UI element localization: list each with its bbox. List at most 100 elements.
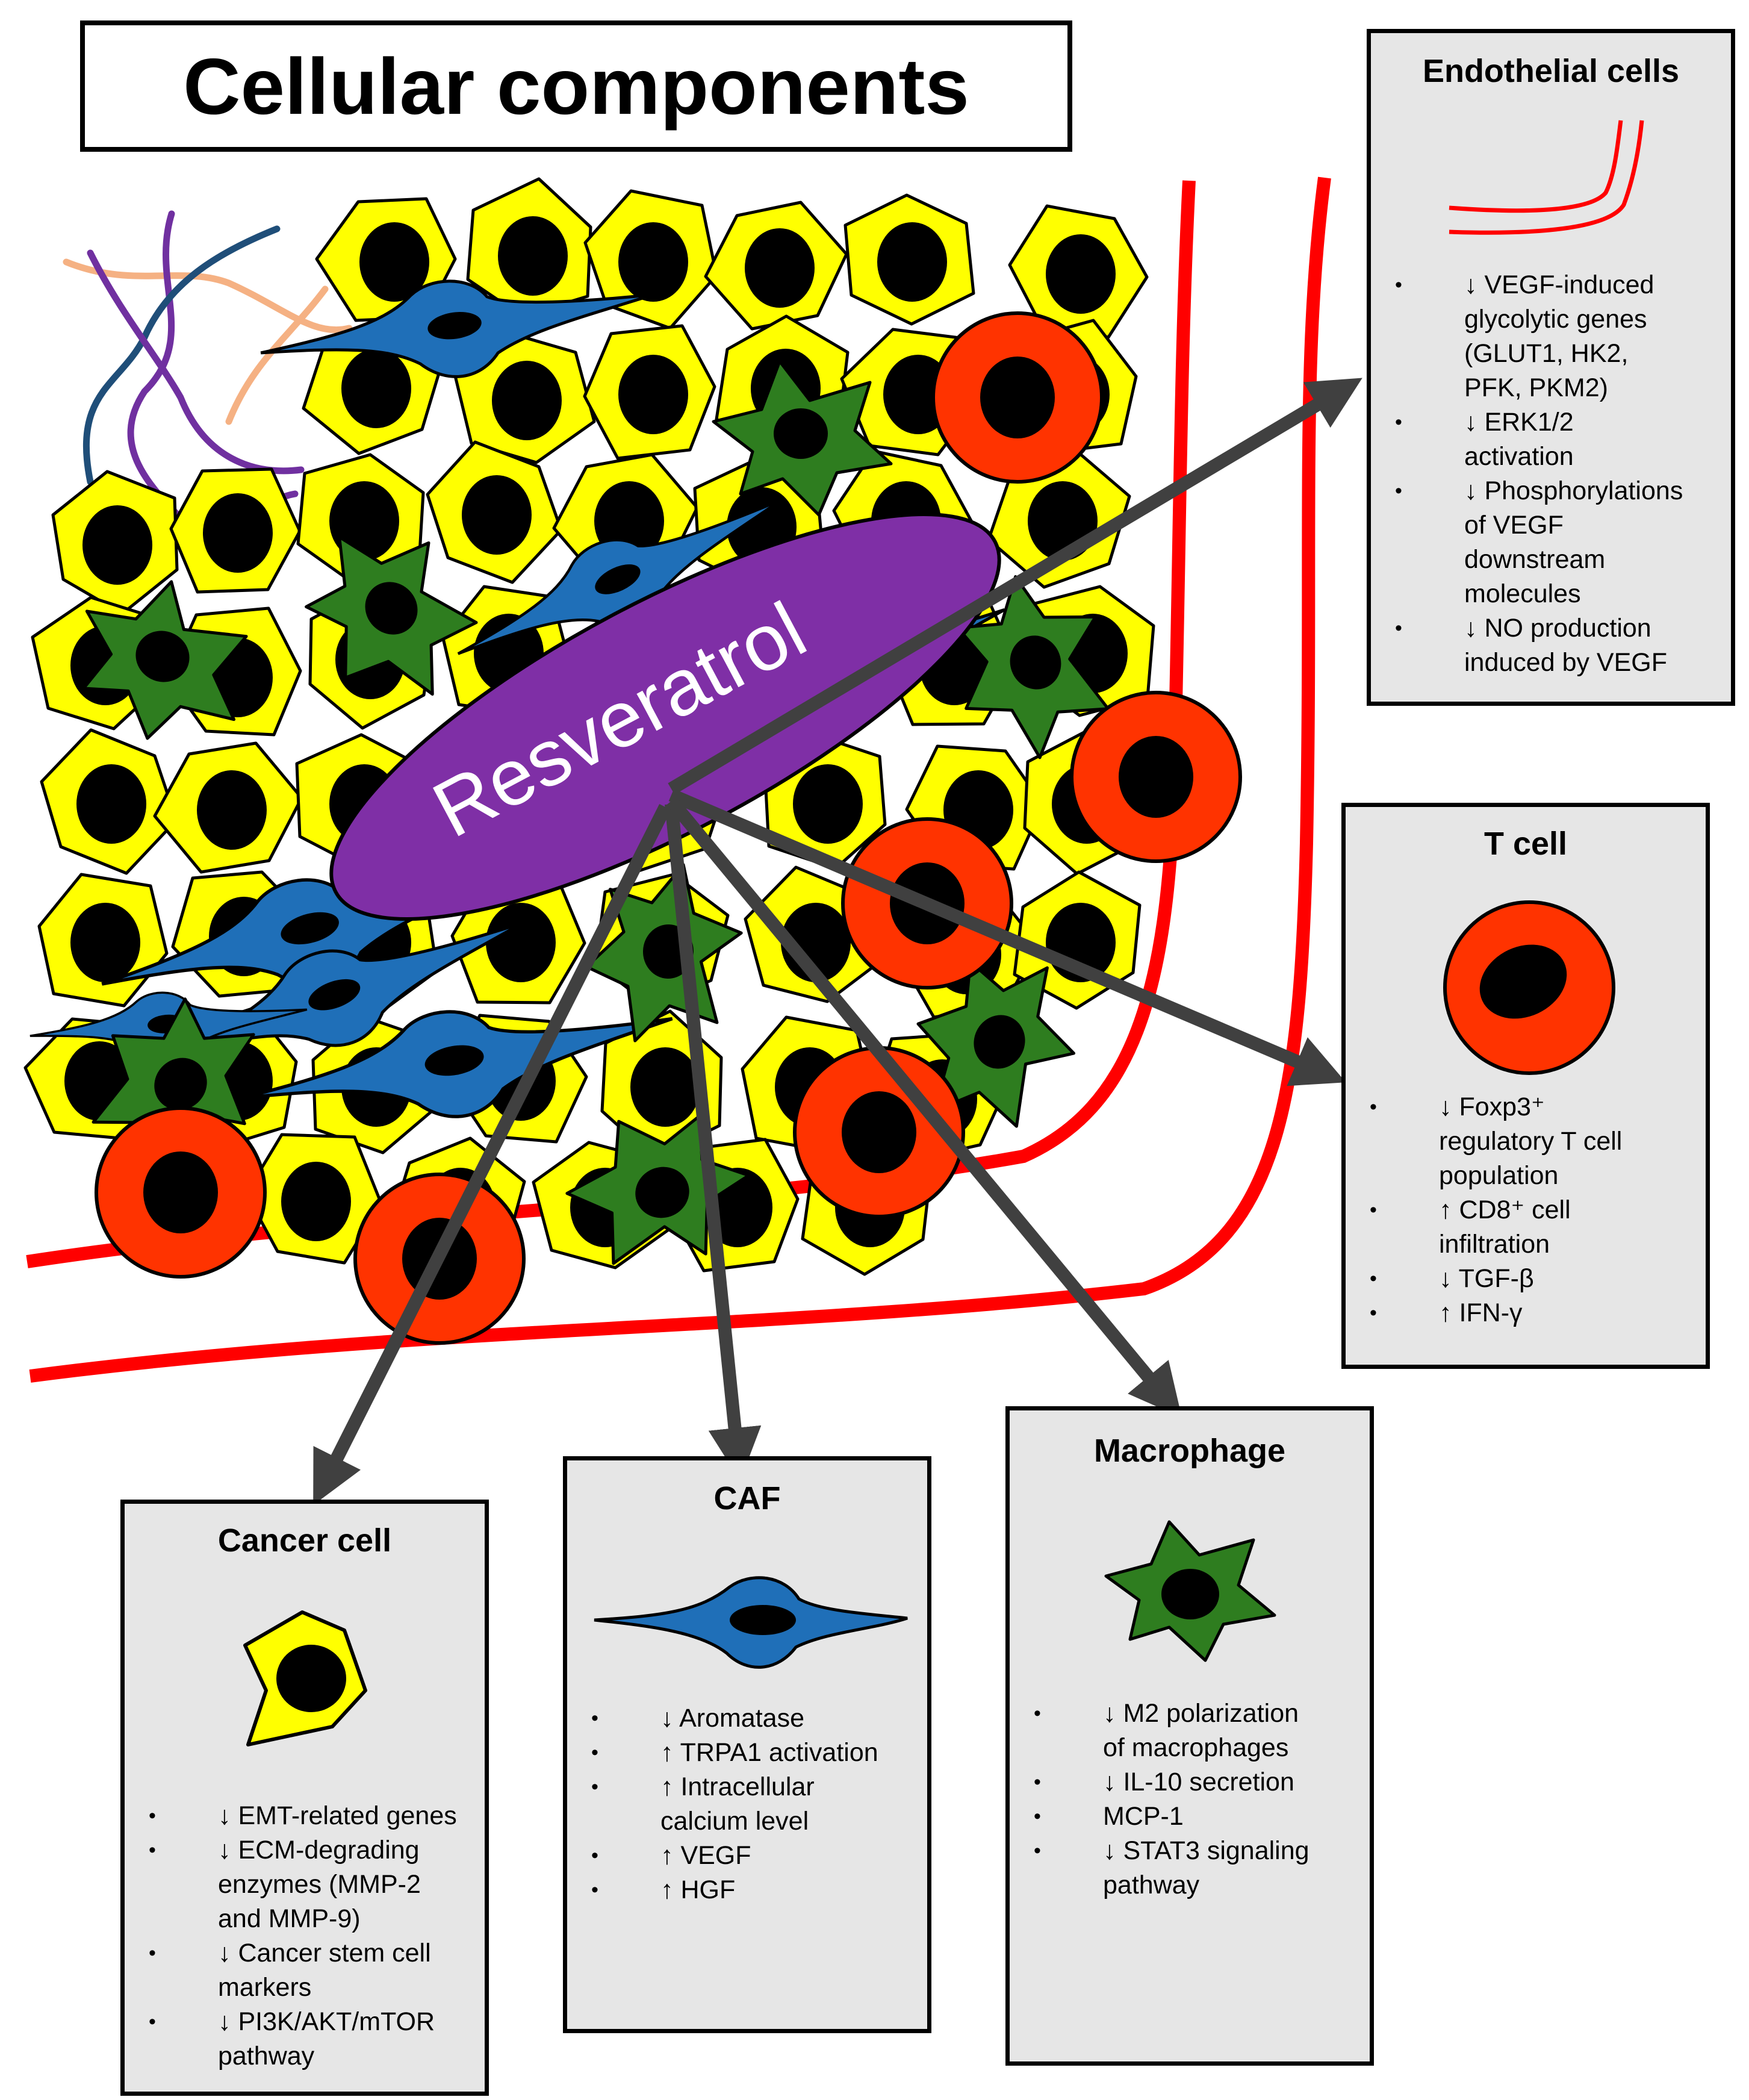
effect-item: •↑ TRPA1 activation <box>591 1736 878 1770</box>
bullet-dot: • <box>1370 1198 1377 1221</box>
bullet-dot: • <box>1370 1301 1377 1324</box>
arrow-to-cancer-cell <box>313 804 671 1506</box>
effect-line: ↓ EMT-related genes <box>218 1801 457 1830</box>
panel-caf: CAF • ↓ Aromatase •↑ TRPA1 activation•↑ In… <box>563 1456 931 2033</box>
cancer-cell <box>1008 204 1149 339</box>
cancer-cell <box>843 193 975 326</box>
bullet-dot: • <box>149 1839 156 1862</box>
effect-line: of macrophages <box>1103 1733 1289 1762</box>
cancer-cell <box>426 440 563 584</box>
cancer-cell <box>453 332 596 464</box>
cancer-cell <box>40 728 178 875</box>
effect-line: ↓ Phosphorylations <box>1464 476 1683 505</box>
effect-item: • ↓ EMT-related genes <box>149 1799 457 1833</box>
effect-item: • ↓ Aromatase <box>591 1701 878 1736</box>
effect-line: PFK, PKM2) <box>1464 373 1608 402</box>
bullet-dot: • <box>1034 1805 1041 1828</box>
effect-line: ↓ Foxp3⁺ <box>1439 1092 1545 1121</box>
panel-macrophage: Macrophage • ↓ M2 polarization of macropha… <box>1005 1406 1374 2066</box>
macrophage-cell <box>92 997 255 1170</box>
effect-line: pathway <box>218 2042 315 2070</box>
effect-line: glycolytic genes <box>1464 305 1647 334</box>
vessel-icon <box>1449 120 1644 235</box>
effect-line: ↓ PI3K/AKT/mTOR <box>218 2007 435 2036</box>
effect-line: ↓ VEGF-induced <box>1464 270 1654 299</box>
effect-line: ↓ M2 polarization <box>1103 1699 1299 1728</box>
macrophage-cell <box>305 535 478 696</box>
effect-line: pathway <box>1103 1871 1200 1899</box>
caf-effects-list: • ↓ Aromatase •↑ TRPA1 activation•↑ Intrac… <box>591 1701 878 1907</box>
bullet-dot: • <box>591 1707 598 1730</box>
arrow-to-macrophage <box>666 796 1182 1418</box>
effect-item: • ↑ IFN-γ <box>1370 1296 1622 1330</box>
effect-line: ↓ STAT3 signaling <box>1103 1836 1309 1865</box>
caf-cell <box>457 499 782 655</box>
panel-title: CAF <box>713 1480 781 1516</box>
effect-item: •↓ TGF-β <box>1370 1262 1622 1296</box>
effect-line: ↓ ECM-degrading <box>218 1836 420 1865</box>
bullet-dot: • <box>1395 411 1402 434</box>
bullet-dot: • <box>149 1804 156 1827</box>
effect-item: • ↓ STAT3 signaling pathway <box>1034 1834 1309 1902</box>
t-cell-icon <box>1443 900 1615 1075</box>
effect-line: (GLUT1, HK2, <box>1464 339 1629 368</box>
arrow-to-endothelial <box>668 378 1362 795</box>
panel-title: T cell <box>1483 826 1568 862</box>
t-cell <box>1070 691 1242 863</box>
effect-item: • ↑ VEGF <box>591 1839 878 1873</box>
effect-line: ↑ VEGF <box>660 1841 751 1870</box>
arrow-to-caf <box>665 803 762 1481</box>
bullet-dot: • <box>1034 1839 1041 1862</box>
bullet-dot: • <box>1034 1771 1041 1793</box>
endothelial-effects-list: • ↓ VEGF-induced glycolytic genes (GLUT1, H… <box>1395 268 1683 680</box>
effect-line: markers <box>218 1973 312 2002</box>
bullet-dot: • <box>591 1844 598 1867</box>
bullet-dot: • <box>591 1775 598 1798</box>
bullet-dot: • <box>1395 479 1402 502</box>
bullet-dot: • <box>591 1878 598 1901</box>
arrow-to-tcell <box>668 788 1346 1086</box>
bullet-dot: • <box>1370 1095 1377 1118</box>
t-cell <box>793 1046 965 1218</box>
bullet-dot: • <box>149 1942 156 1964</box>
effect-item: •↓ IL-10 secretion <box>1034 1765 1309 1799</box>
effect-line: ↓ NO production <box>1464 614 1651 643</box>
effect-line: ↓ Cancer stem cell <box>218 1939 431 1968</box>
effect-line: ↑ IFN-γ <box>1439 1298 1523 1327</box>
bullet-dot: • <box>1395 617 1402 640</box>
effect-line: ↓ Aromatase <box>660 1704 804 1733</box>
cancer-cell <box>37 873 169 1008</box>
effect-line: downstream <box>1464 545 1606 574</box>
effect-item: • ↑ HGF <box>591 1873 878 1907</box>
macrophage-cells <box>82 360 1110 1265</box>
bullet-dot: • <box>1395 273 1402 296</box>
macrophage-icon <box>1104 1520 1276 1662</box>
panel-title: Macrophage <box>1093 1433 1286 1469</box>
caf-icon <box>594 1576 908 1669</box>
effect-line: ↓ ERK1/2 <box>1464 408 1574 437</box>
effect-line: MCP-1 <box>1103 1802 1184 1831</box>
effect-line: of VEGF <box>1464 511 1564 540</box>
effect-line: regulatory T cell <box>1439 1127 1623 1156</box>
cancer-cell <box>704 201 848 331</box>
cancer-cell <box>153 741 303 874</box>
bullet-dot: • <box>591 1741 598 1764</box>
panel-cancer-cell: Cancer cell •↓ EMT-related genes•↓ ECM-d… <box>120 1500 489 2096</box>
effect-line: ↑ HGF <box>660 1875 736 1904</box>
macrophage-cell <box>712 360 893 517</box>
t-cell <box>95 1106 267 1279</box>
cancer-cell <box>244 1133 383 1265</box>
macrophage-effects-list: • ↓ M2 polarization of macrophages •↓ IL-10… <box>1034 1697 1309 1902</box>
cancer-cell <box>169 467 302 594</box>
